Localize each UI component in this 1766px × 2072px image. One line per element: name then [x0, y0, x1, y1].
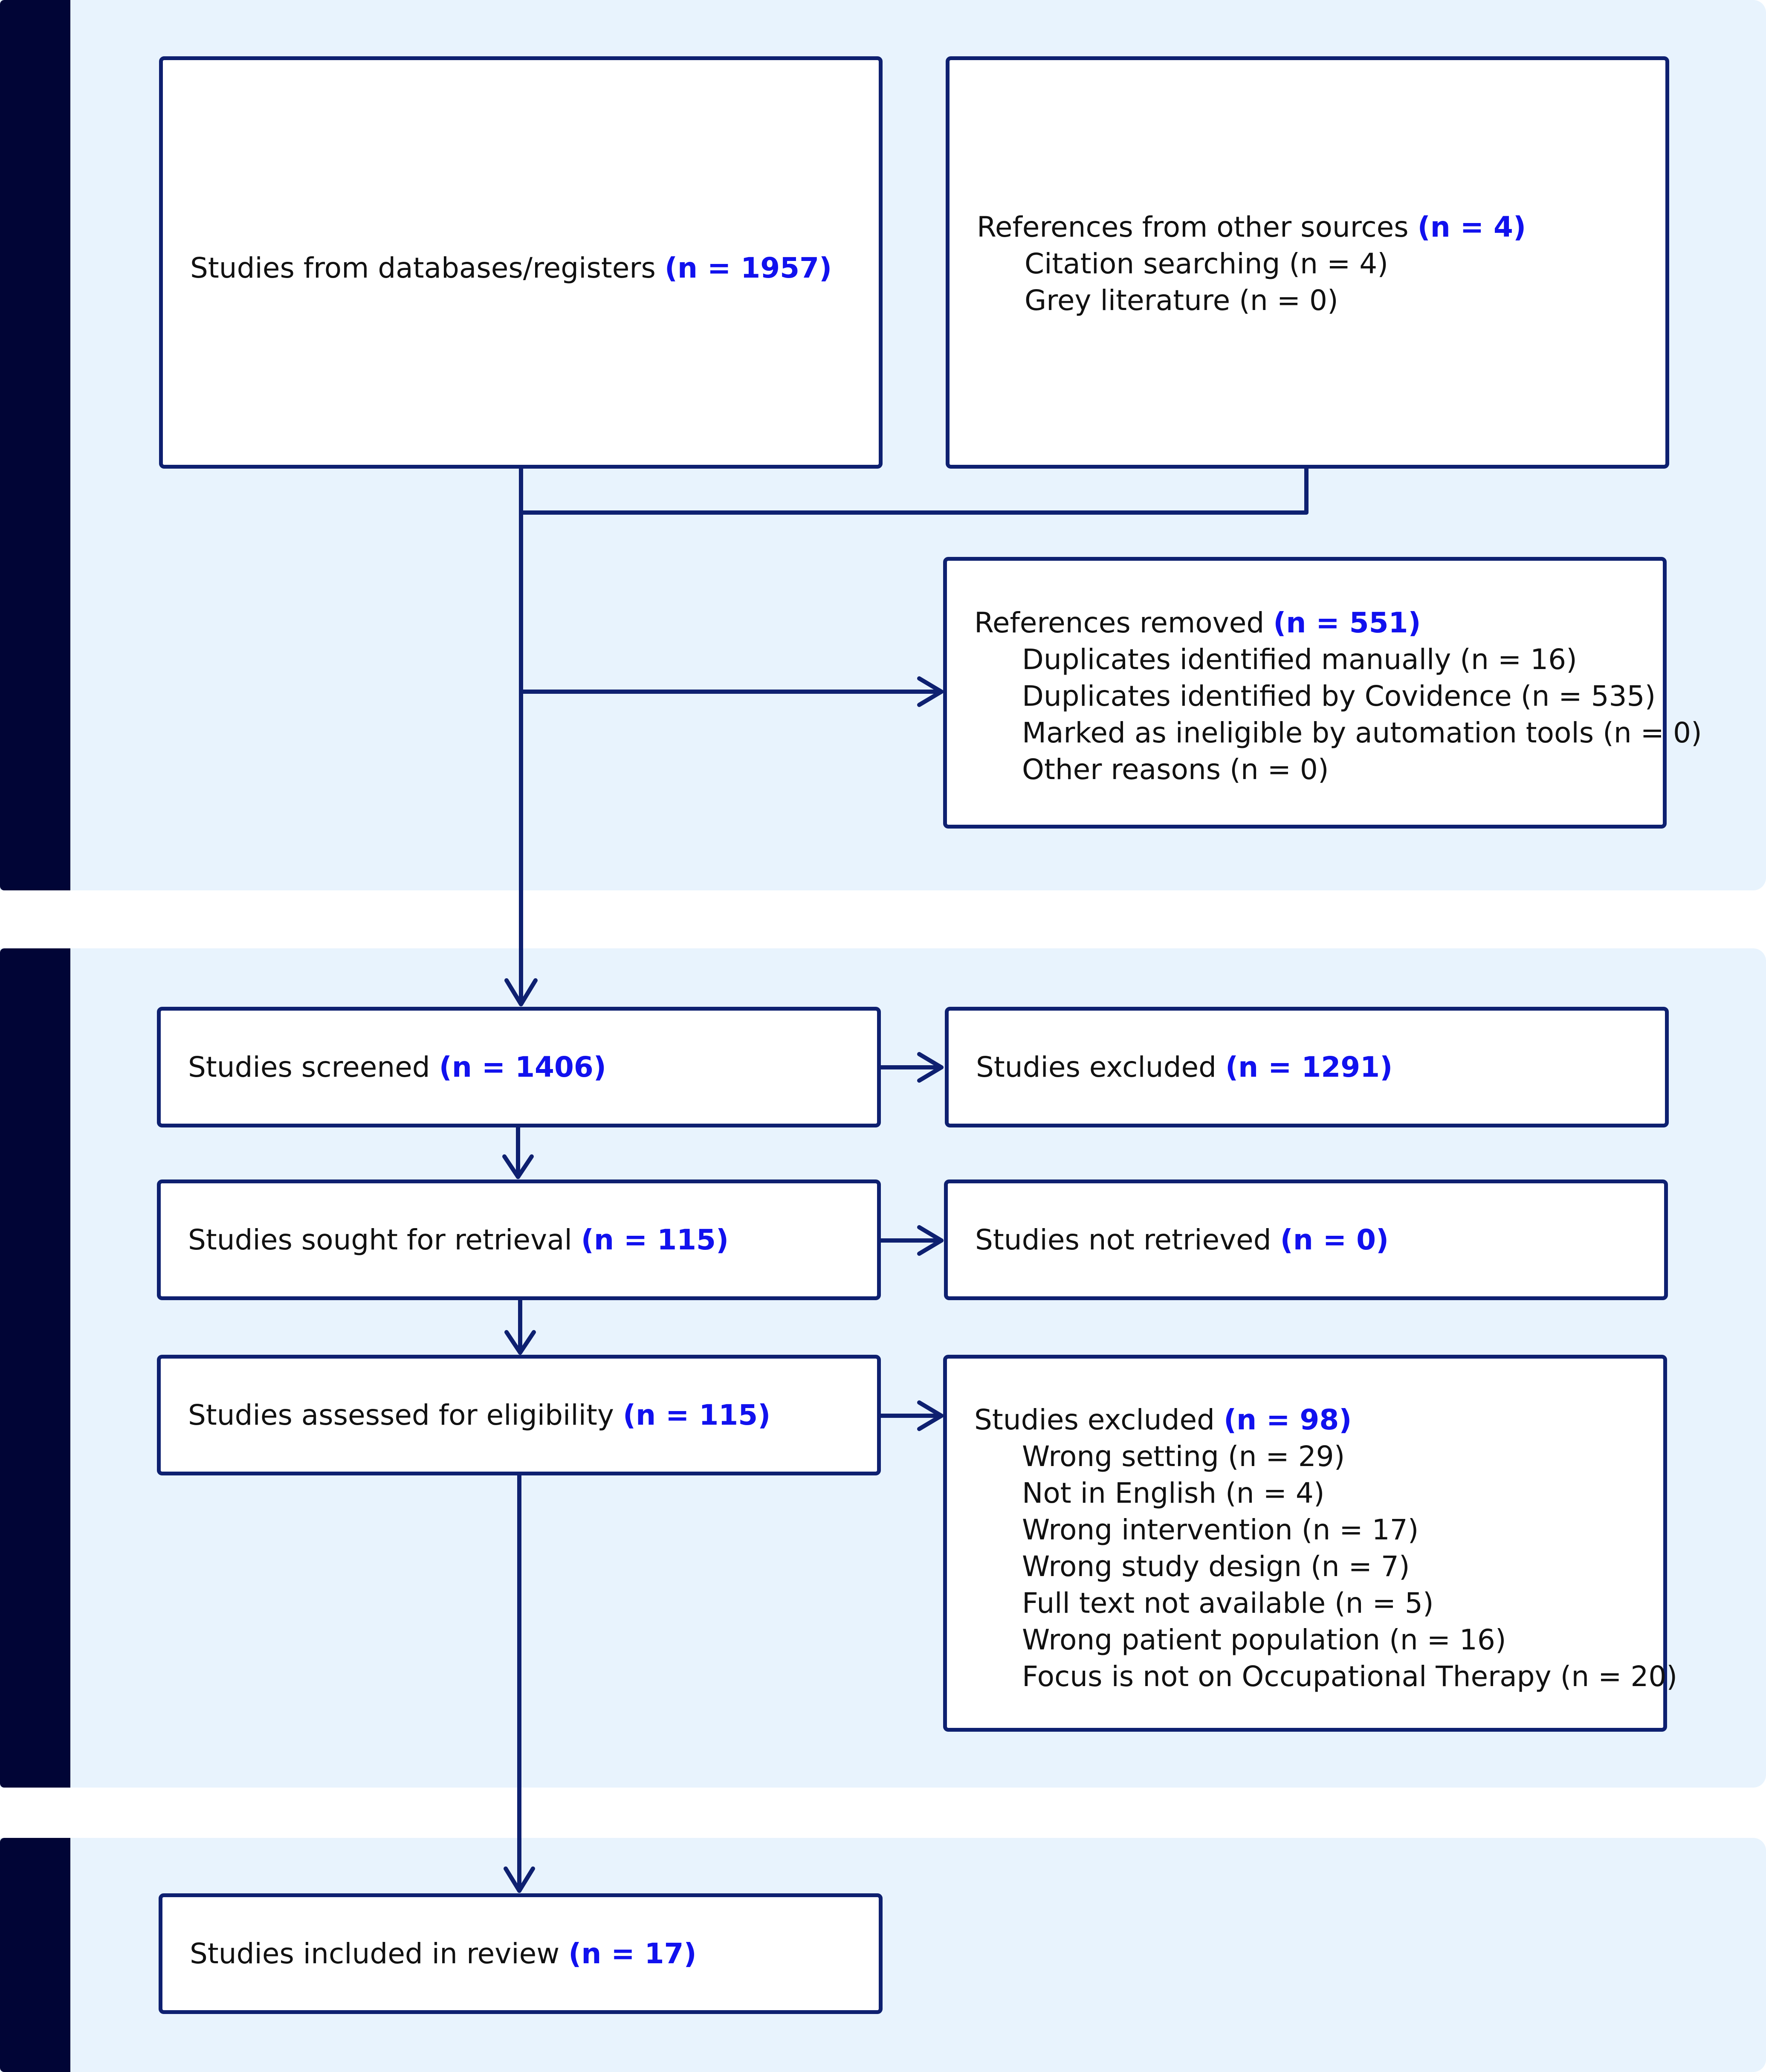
list-item: Full text not available (n = 5)	[1022, 1587, 1434, 1620]
arrowhead-assessed	[504, 1330, 536, 1355]
list-item: Citation searching (n = 4)	[1025, 247, 1389, 280]
list-item: Focus is not on Occupational Therapy (n …	[1022, 1660, 1678, 1693]
identification-band-bar	[0, 0, 70, 890]
removed-label: References removed	[974, 606, 1265, 639]
removed-title: References removed (n = 551)	[974, 605, 1650, 641]
assessed-label: Studies assessed for eligibility	[188, 1398, 614, 1432]
included-label: Studies included in review	[190, 1937, 560, 1970]
databases-box: Studies from databases/registers (n = 19…	[159, 56, 883, 469]
sought-count: (n = 115)	[581, 1223, 729, 1256]
excluded-screening-box: Studies excluded (n = 1291)	[945, 1007, 1669, 1127]
excluded-screening-text: Studies excluded (n = 1291)	[976, 1049, 1652, 1086]
sought-label: Studies sought for retrieval	[188, 1223, 572, 1256]
excluded-eligibility-title: Studies excluded (n = 98)	[974, 1402, 1650, 1438]
arrowhead-sought	[502, 1154, 534, 1179]
list-item: Not in English (n = 4)	[1022, 1477, 1325, 1510]
arrowhead-removed	[917, 676, 944, 707]
arrowhead-included	[504, 1866, 535, 1893]
list-item: Wrong study design (n = 7)	[1022, 1550, 1410, 1583]
screening-band-bar	[0, 948, 70, 1788]
list-item: Grey literature (n = 0)	[1025, 284, 1338, 317]
databases-count: (n = 1957)	[664, 252, 832, 284]
included-band-bar	[0, 1838, 70, 2072]
screened-count: (n = 1406)	[439, 1050, 606, 1084]
databases-label: Studies from databases/registers	[190, 252, 656, 284]
list-item: Other reasons (n = 0)	[1022, 753, 1329, 786]
excluded-eligibility-box: Studies excluded (n = 98) Wrong setting …	[943, 1355, 1678, 1732]
list-item: Duplicates identified by Covidence (n = …	[1022, 680, 1656, 713]
removed-count: (n = 551)	[1273, 606, 1421, 639]
assessed-text: Studies assessed for eligibility (n = 11…	[188, 1397, 864, 1434]
arrowhead-not-retrieved	[917, 1225, 944, 1256]
other-sources-list: Citation searching (n = 4) Grey literatu…	[977, 246, 1653, 319]
sought-text: Studies sought for retrieval (n = 115)	[188, 1222, 864, 1258]
other-sources-count: (n = 4)	[1417, 211, 1526, 243]
excluded-screening-count: (n = 1291)	[1225, 1050, 1393, 1084]
list-item: Duplicates identified manually (n = 16)	[1022, 643, 1577, 676]
removed-box: References removed (n = 551) Duplicates …	[943, 557, 1702, 829]
connector-other-sources	[519, 466, 1309, 515]
excluded-eligibility-count: (n = 98)	[1223, 1403, 1352, 1436]
excluded-eligibility-label: Studies excluded	[974, 1403, 1215, 1436]
not-retrieved-label: Studies not retrieved	[975, 1223, 1271, 1256]
included-box: Studies included in review (n = 17)	[159, 1893, 883, 2014]
not-retrieved-box: Studies not retrieved (n = 0)	[944, 1179, 1668, 1300]
other-sources-title: References from other sources (n = 4)	[977, 209, 1653, 246]
arrowhead-excluded-screening	[917, 1052, 944, 1083]
list-item: Wrong intervention (n = 17)	[1022, 1513, 1419, 1546]
list-item: Wrong setting (n = 29)	[1022, 1440, 1345, 1473]
arrowhead-screened	[504, 978, 538, 1006]
excluded-eligibility-list: Wrong setting (n = 29) Not in English (n…	[974, 1438, 1678, 1695]
list-item: Marked as ineligible by automation tools…	[1022, 716, 1702, 749]
excluded-screening-label: Studies excluded	[976, 1050, 1216, 1084]
screened-box: Studies screened (n = 1406)	[157, 1007, 881, 1127]
not-retrieved-text: Studies not retrieved (n = 0)	[975, 1222, 1651, 1258]
other-sources-text: References from other sources (n = 4) Ci…	[977, 209, 1653, 319]
included-count: (n = 17)	[568, 1937, 697, 1970]
list-item: Wrong patient population (n = 16)	[1022, 1623, 1506, 1656]
not-retrieved-count: (n = 0)	[1280, 1223, 1389, 1256]
other-sources-label: References from other sources	[977, 211, 1409, 243]
included-text: Studies included in review (n = 17)	[190, 1936, 866, 1972]
removed-list: Duplicates identified manually (n = 16) …	[974, 641, 1702, 788]
databases-text: Studies from databases/registers (n = 19…	[190, 250, 866, 287]
screened-text: Studies screened (n = 1406)	[188, 1049, 864, 1086]
excluded-eligibility-text: Studies excluded (n = 98) Wrong setting …	[974, 1402, 1678, 1695]
sought-box: Studies sought for retrieval (n = 115)	[157, 1179, 881, 1300]
removed-text: References removed (n = 551) Duplicates …	[974, 605, 1702, 788]
arrowhead-excluded-eligibility	[917, 1400, 944, 1431]
screened-label: Studies screened	[188, 1050, 430, 1084]
assessed-box: Studies assessed for eligibility (n = 11…	[157, 1355, 881, 1475]
assessed-count: (n = 115)	[622, 1398, 771, 1432]
other-sources-box: References from other sources (n = 4) Ci…	[946, 56, 1669, 469]
